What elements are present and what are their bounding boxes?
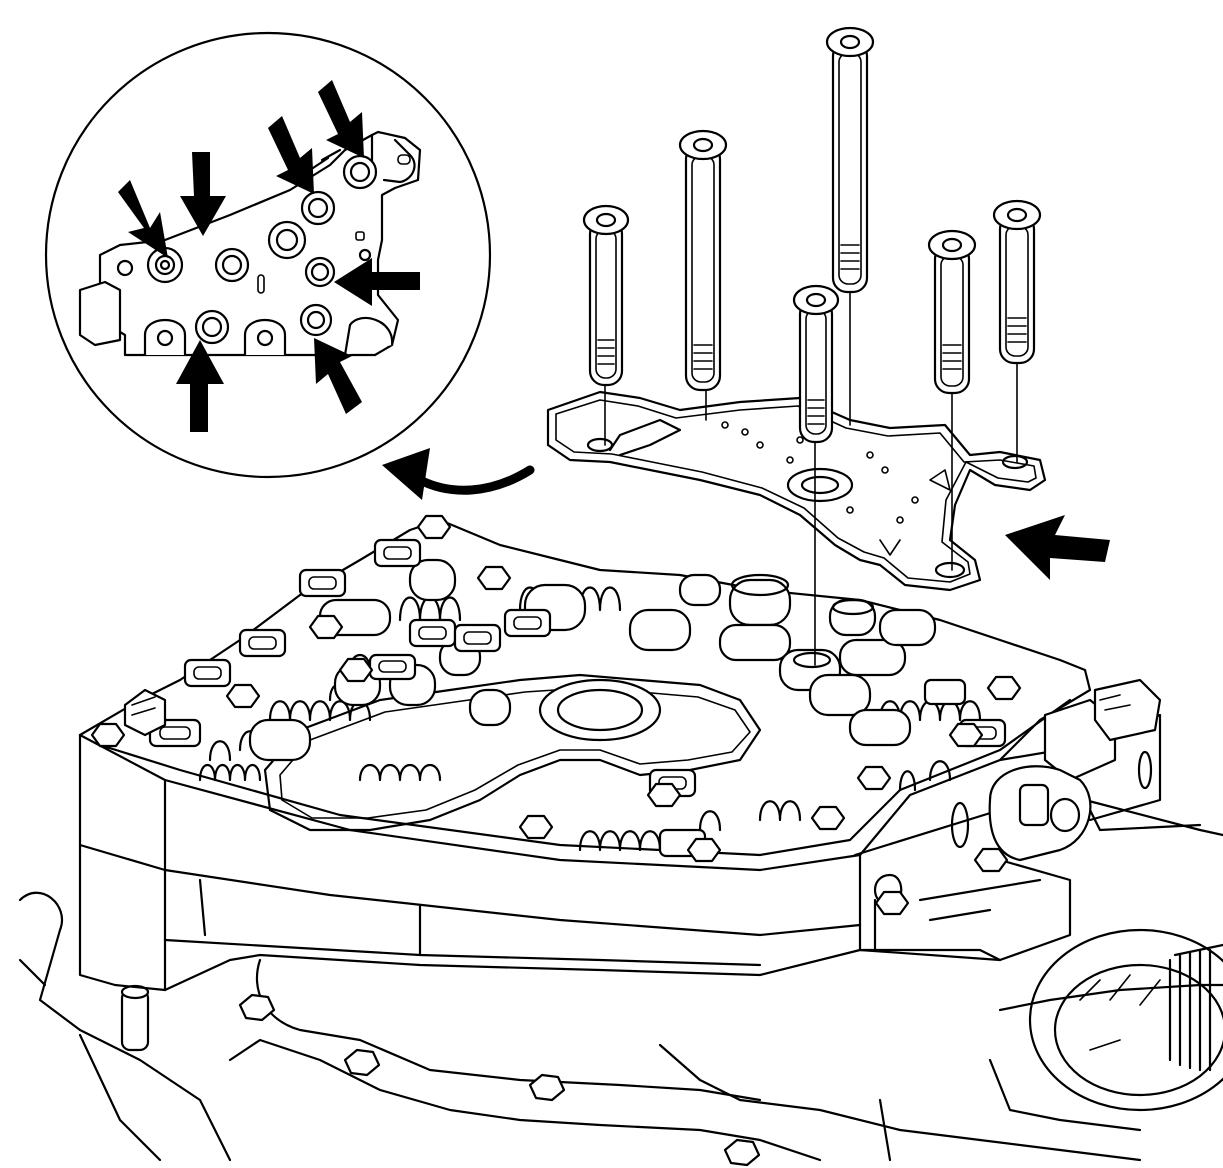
spacer-plate (546, 390, 1047, 592)
valve-body-bolts (90, 514, 1022, 916)
bolt-5 (927, 229, 977, 395)
bolt-1 (582, 204, 630, 387)
bolt-3 (825, 26, 875, 294)
bolt-6 (992, 199, 1042, 365)
valve-bores (248, 558, 937, 762)
case-bolts (238, 993, 761, 1167)
detail-pointer-arrow (382, 448, 535, 500)
bolts (582, 26, 1042, 444)
valve-body (78, 514, 1223, 992)
transmission-case (18, 891, 1223, 1167)
connector (988, 678, 1162, 862)
detail-view (44, 31, 492, 479)
detail-arrows (118, 80, 420, 432)
bolt-guide-lines (604, 289, 1018, 666)
bolt-4 (792, 284, 840, 444)
bolt-2 (678, 129, 728, 392)
plate-location-arrow (1005, 515, 1110, 580)
